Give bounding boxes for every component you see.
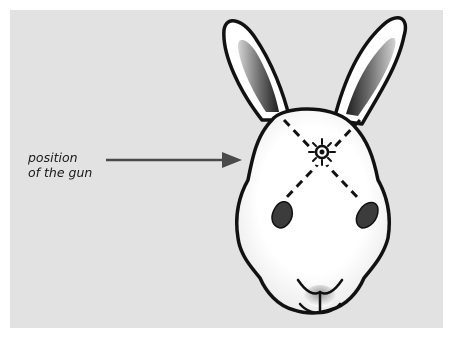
label-line-1: position bbox=[28, 150, 92, 165]
gun-position-label: position of the gun bbox=[28, 150, 92, 180]
label-line-2: of the gun bbox=[28, 165, 92, 180]
target-marker-icon bbox=[308, 138, 336, 166]
